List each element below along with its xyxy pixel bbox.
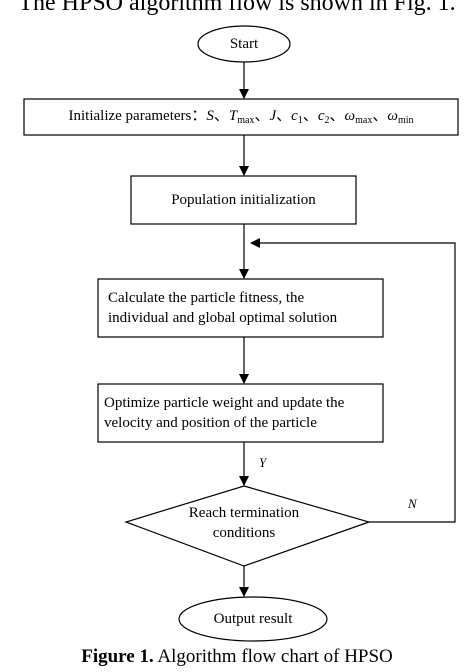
init-param-separator: 、 xyxy=(276,108,292,125)
init-param-symbol: c2 xyxy=(317,108,330,127)
calc-fitness-label: Calculate the particle fitness, the indi… xyxy=(98,279,383,337)
caption-text: Algorithm flow chart of HPSO xyxy=(153,646,393,667)
output-label: Output result xyxy=(213,610,293,627)
optimize-line1: Optimize particle weight and update the xyxy=(104,394,345,411)
edge-label-yes: Y xyxy=(259,455,267,470)
decision-line1: Reach termination xyxy=(188,504,300,521)
optimize-label: Optimize particle weight and update the … xyxy=(98,384,383,442)
init-params-text: Initialize parameters：S、Tmax、J、c1、c2、ωma… xyxy=(69,106,414,128)
init-param-symbol: S xyxy=(206,108,214,125)
edge-label-no: N xyxy=(408,496,417,511)
calc-fitness-line1: Calculate the particle fitness, the xyxy=(108,289,305,306)
start-label: Start xyxy=(229,35,259,52)
init-param-symbol: ωmin xyxy=(387,108,414,127)
init-param-symbol: ωmax xyxy=(344,108,373,127)
loop-back-line xyxy=(250,238,456,523)
optimize-line2: velocity and position of the particle xyxy=(104,415,317,431)
optimize-box xyxy=(97,383,384,443)
init-param-symbol: c1 xyxy=(291,108,303,127)
decision-label: Reach termination conditions xyxy=(166,500,322,546)
caption-prefix: Figure 1. xyxy=(81,646,154,667)
init-param-symbol: Tmax xyxy=(228,108,255,127)
init-param-separator: 、 xyxy=(372,108,388,125)
calc-fitness-box xyxy=(97,278,384,338)
intro-text: The HPSO algorithm flow is shown in Fig.… xyxy=(18,0,456,16)
init-params-prefix: Initialize parameters： xyxy=(68,108,207,125)
figure-caption: Figure 1. Algorithm flow chart of HPSO xyxy=(0,646,474,668)
population-init-label: Population initialization xyxy=(171,191,316,208)
init-param-separator: 、 xyxy=(254,108,270,125)
init-param-separator: 、 xyxy=(302,108,318,125)
output-terminal xyxy=(178,596,328,642)
decision-line2: conditions xyxy=(212,525,276,541)
init-params-label: Initialize parameters：S、Tmax、J、c1、c2、ωma… xyxy=(24,99,458,135)
init-param-symbol: J xyxy=(269,108,277,125)
init-params-box xyxy=(23,98,459,136)
calc-fitness-line2: individual and global optimal solution xyxy=(108,310,338,326)
init-param-separator: 、 xyxy=(213,108,229,125)
init-param-separator: 、 xyxy=(329,108,345,125)
